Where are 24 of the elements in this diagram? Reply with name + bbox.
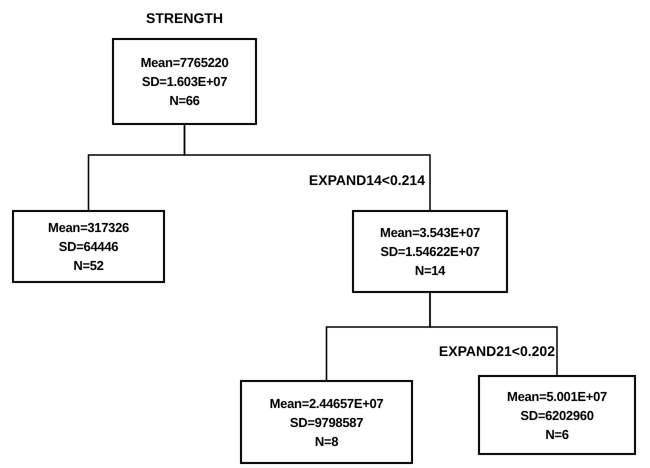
statistic-text: N=66 <box>169 92 200 110</box>
statistic-text: N=8 <box>314 432 338 450</box>
statistic-text: N=14 <box>414 262 446 280</box>
statistics-box <box>12 210 165 283</box>
statistic-text: N=52 <box>73 257 104 275</box>
statistic-text: Mean=3.543E+07 <box>380 224 480 242</box>
statistic-text: N=6 <box>545 426 569 444</box>
statistic-text: Mean=317326 <box>48 219 129 237</box>
statistic-text: Mean=5.001E+07 <box>507 388 607 406</box>
edge-label: EXPAND14<0.214 <box>308 172 426 188</box>
edge-label: EXPAND21<0.202 <box>438 343 556 359</box>
connector-line <box>184 125 431 210</box>
statistics-box <box>352 210 508 293</box>
statistic-text: Mean=7765220 <box>140 54 228 72</box>
connector-line <box>429 293 558 375</box>
statistic-text: Mean=2.44657E+07 <box>270 394 384 412</box>
statistic-text: SD=1.54622E+07 <box>380 243 480 261</box>
statistic-text: SD=1.603E+07 <box>142 73 228 91</box>
statistics-box <box>478 375 636 455</box>
statistic-text: SD=64446 <box>58 238 118 256</box>
tree-heading: STRENGTH <box>146 10 223 26</box>
statistic-text: SD=6202960 <box>520 406 594 424</box>
statistic-text: SD=9798587 <box>290 414 364 432</box>
statistics-box <box>240 380 413 464</box>
